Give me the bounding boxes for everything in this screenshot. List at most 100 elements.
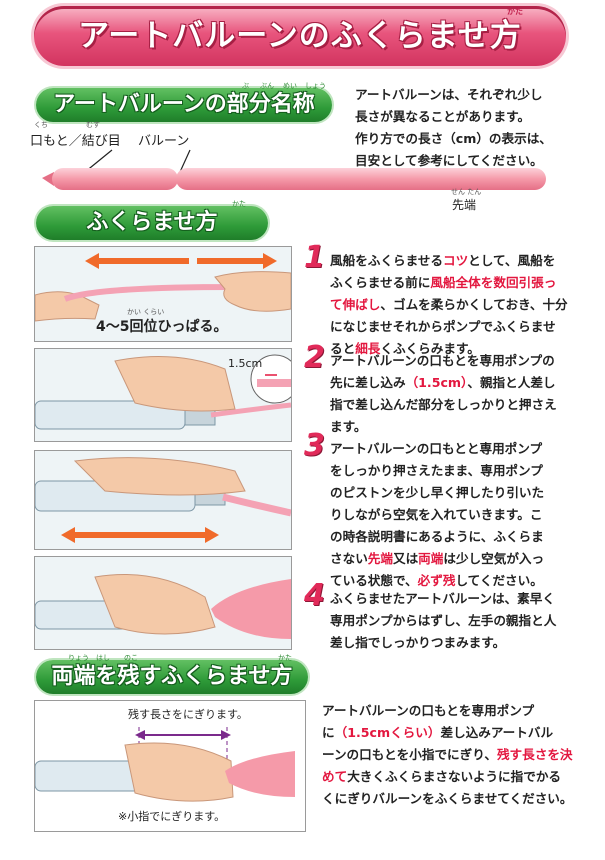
photo-both-ends-bottom-caption: ※小指でにぎります。 — [118, 810, 226, 823]
text-line: アートバルーンの口もとを専用ポンプの — [330, 350, 595, 372]
text-line: 差し指でしっかりつまみます。 — [330, 632, 595, 654]
balloon-segment-1 — [52, 168, 178, 190]
highlight-text: 残す長さを決 — [496, 747, 573, 762]
section-ends-furigana-2: はし — [96, 654, 110, 662]
highlight-text: 風船全体を数回引張っ — [430, 275, 557, 290]
text-segment: に — [322, 725, 335, 740]
section-ends-heading: 両端を残すふくらませ方 — [51, 664, 293, 689]
step-3-text: アートバルーンの口もとと専用ポンプをしっかり押さえたまま、専用ポンプのピストンを… — [330, 438, 595, 592]
step-2-text: アートバルーンの口もとを専用ポンプの先に差し込み（1.5cm）、親指と人差し指で… — [330, 350, 595, 438]
balloon-segment-2 — [176, 168, 546, 190]
step-1-text: 風船をふくらませるコツとして、風船をふくらませる前に風船全体を数回引張って伸ばし… — [330, 250, 595, 360]
highlight-text: 細長 — [355, 341, 381, 356]
highlight-text: 先端 — [367, 551, 393, 566]
text-line: さない先端又は両端は少し空気が入っ — [330, 548, 595, 570]
parts-note-line-2: 長さが異なることがあります。 — [355, 109, 531, 124]
section-inflate-heading: ふくらませ方 — [86, 210, 218, 235]
parts-note-line-3: 作り方での長さ（cm）の表示は、 — [355, 131, 552, 146]
text-segment: 大きくふくらまさないように指でかる — [347, 769, 562, 784]
pinch-illustration — [35, 574, 291, 639]
text-line: ふくらませたアートバルーンは、素早く — [330, 588, 595, 610]
text-line: アートバルーンの口もとと専用ポンプ — [330, 438, 595, 460]
balloon-knot-shape — [42, 172, 54, 186]
photo-stretch — [34, 246, 292, 342]
text-segment: をしっかり押さえたまま、専用ポンプ — [330, 463, 543, 478]
stretch-illustration — [35, 253, 291, 322]
section-parts-heading-bg — [36, 88, 332, 122]
photo2-length-label: 1.5cm — [228, 357, 263, 370]
highlight-text: コツ — [442, 253, 469, 268]
section-inflate-heading-bg — [36, 206, 268, 240]
highlight-text: めて — [322, 769, 348, 784]
section-parts-heading: アートバルーンの部分名称 — [53, 92, 315, 117]
label-tip: 先端 — [452, 198, 477, 212]
step-4-number: 4 — [304, 578, 325, 613]
text-line: て伸ばし、ゴムを柔らかくしておき、十分 — [330, 294, 595, 316]
title-furigana: かた — [507, 7, 523, 16]
text-segment: アートバルーンの口もとと専用ポンプ — [330, 441, 543, 456]
highlight-text: 必ず残 — [417, 573, 456, 588]
text-line: 専用ポンプからはずし、左手の親指と人 — [330, 610, 595, 632]
text-line: りしながら空気を入れていきます。こ — [330, 504, 595, 526]
text-segment: 専用ポンプからはずし、左手の親指と人 — [330, 613, 557, 628]
text-segment: の時各説明書にあるように、ふくらま — [330, 529, 544, 544]
text-segment: 、ゴムを柔らかくしておき、十分 — [380, 297, 568, 312]
text-line: アートバルーンの口もとを専用ポンプ — [322, 700, 598, 722]
page-title: アートバルーンのふくらませ方 — [78, 18, 522, 54]
parts-note-line-4: 目安として参考にしてください。 — [355, 153, 543, 168]
photo-both-ends — [34, 700, 306, 832]
text-line: の時各説明書にあるように、ふくらま — [330, 526, 595, 548]
parts-note-line-1: アートバルーンは、それぞれ少し — [355, 87, 543, 102]
step-4-text: ふくらませたアートバルーンは、素早く専用ポンプからはずし、左手の親指と人差し指で… — [330, 588, 595, 654]
text-segment: 差し込みアートバル — [440, 725, 554, 740]
step-1-number: 1 — [304, 240, 325, 275]
section-ends-heading-bg — [36, 660, 308, 694]
text-line: をしっかり押さえたまま、専用ポンプ — [330, 460, 595, 482]
section-ends-furigana-3: のこ — [124, 654, 138, 662]
photo-both-ends-top-caption: 残す長さをにぎります。 — [128, 708, 248, 721]
pointer-line-balloon — [179, 149, 191, 173]
text-segment: 差し指でしっかりつまみます。 — [330, 635, 506, 650]
text-segment: 、親指と人差し — [467, 375, 556, 390]
text-line: ーンの口もとを小指でにぎり、残す長さを決 — [322, 744, 598, 766]
text-line: 先に差し込み（1.5cm）、親指と人差し — [330, 372, 595, 394]
photo-pumping — [34, 450, 292, 550]
highlight-text: て伸ばし — [330, 297, 381, 312]
text-segment: アートバルーンの口もとを専用ポンプ — [322, 703, 535, 718]
label-balloon: バルーン — [138, 134, 190, 149]
title-banner — [34, 6, 566, 66]
both-ends-illustration — [35, 727, 295, 802]
text-segment: として、風船を — [468, 253, 556, 268]
text-segment: になじませそれからポンプでふくらませ — [330, 319, 556, 334]
photo1-furigana: かい くらい — [127, 308, 165, 316]
text-segment: 風船をふくらませる — [330, 253, 443, 268]
text-segment: 先に差し込み — [330, 375, 406, 390]
section-parts-furigana-3: めい — [283, 82, 297, 90]
text-segment: のピストンを少し早く押したり引いた — [330, 485, 545, 500]
highlight-text: 両端 — [418, 551, 444, 566]
furigana-mouth: くち — [34, 121, 48, 129]
section-inflate-furigana: かた — [232, 200, 246, 208]
highlight-text: （1.5cm） — [405, 375, 468, 390]
text-line: 指で差し込んだ部分をしっかりと押さえ — [330, 394, 595, 416]
text-line: 風船をふくらませるコツとして、風船を — [330, 250, 595, 272]
text-segment: りしながら空気を入れていきます。こ — [330, 507, 543, 522]
text-segment: してください。 — [455, 573, 543, 588]
text-line: になじませそれからポンプでふくらませ — [330, 316, 595, 338]
text-segment: は少し空気が入っ — [443, 551, 545, 566]
text-line: に（1.5cmくらい）差し込みアートバル — [322, 722, 598, 744]
photo1-caption: 4〜5回位ひっぱる。 — [96, 319, 228, 335]
highlight-text: （1.5cmくらい） — [334, 725, 441, 740]
text-line: くにぎりバルーンをふくらませてください。 — [322, 788, 598, 810]
text-line: ると細長くふくらみます。 — [330, 338, 595, 360]
text-line: めて大きくふくらまさないように指でかる — [322, 766, 598, 788]
pumping-illustration — [35, 457, 291, 543]
text-segment: ーンの口もとを小指でにぎり、 — [322, 747, 497, 762]
furigana-knot: むす — [86, 121, 100, 129]
text-segment: 又は — [392, 551, 419, 566]
text-line: ふくらませる前に風船全体を数回引張っ — [330, 272, 595, 294]
text-segment: ふくらませる前に — [330, 275, 431, 290]
text-segment: ると — [330, 341, 356, 356]
parts-note: アートバルーンは、それぞれ少し 長さが異なることがあります。 作り方での長さ（c… — [355, 84, 595, 172]
step-3-number: 3 — [304, 428, 325, 463]
